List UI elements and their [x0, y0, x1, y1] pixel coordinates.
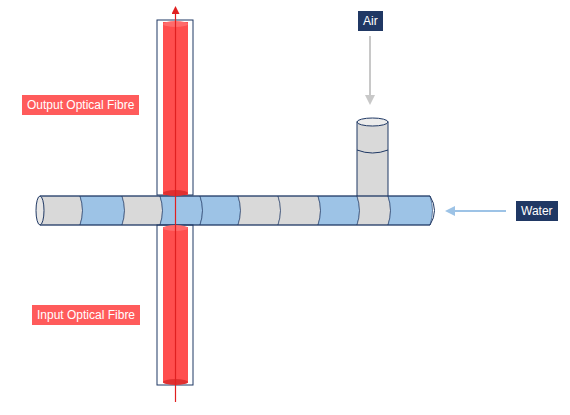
water-label-box: Water [516, 201, 558, 221]
label-text: Water [521, 204, 553, 218]
air-flow-arrow [369, 36, 371, 100]
air-label-box: Air [358, 11, 383, 31]
air-inlet-tube [357, 118, 388, 202]
output-fibre-label-box: Output Optical Fibre [22, 95, 139, 115]
label-text: Output Optical Fibre [27, 98, 134, 112]
input-fibre-label-box: Input Optical Fibre [32, 305, 140, 325]
label-text: Air [363, 14, 378, 28]
label-text: Input Optical Fibre [37, 308, 135, 322]
water-flow-arrow [450, 210, 506, 212]
water-tube [36, 196, 435, 225]
light-path-arrow [175, 10, 176, 402]
